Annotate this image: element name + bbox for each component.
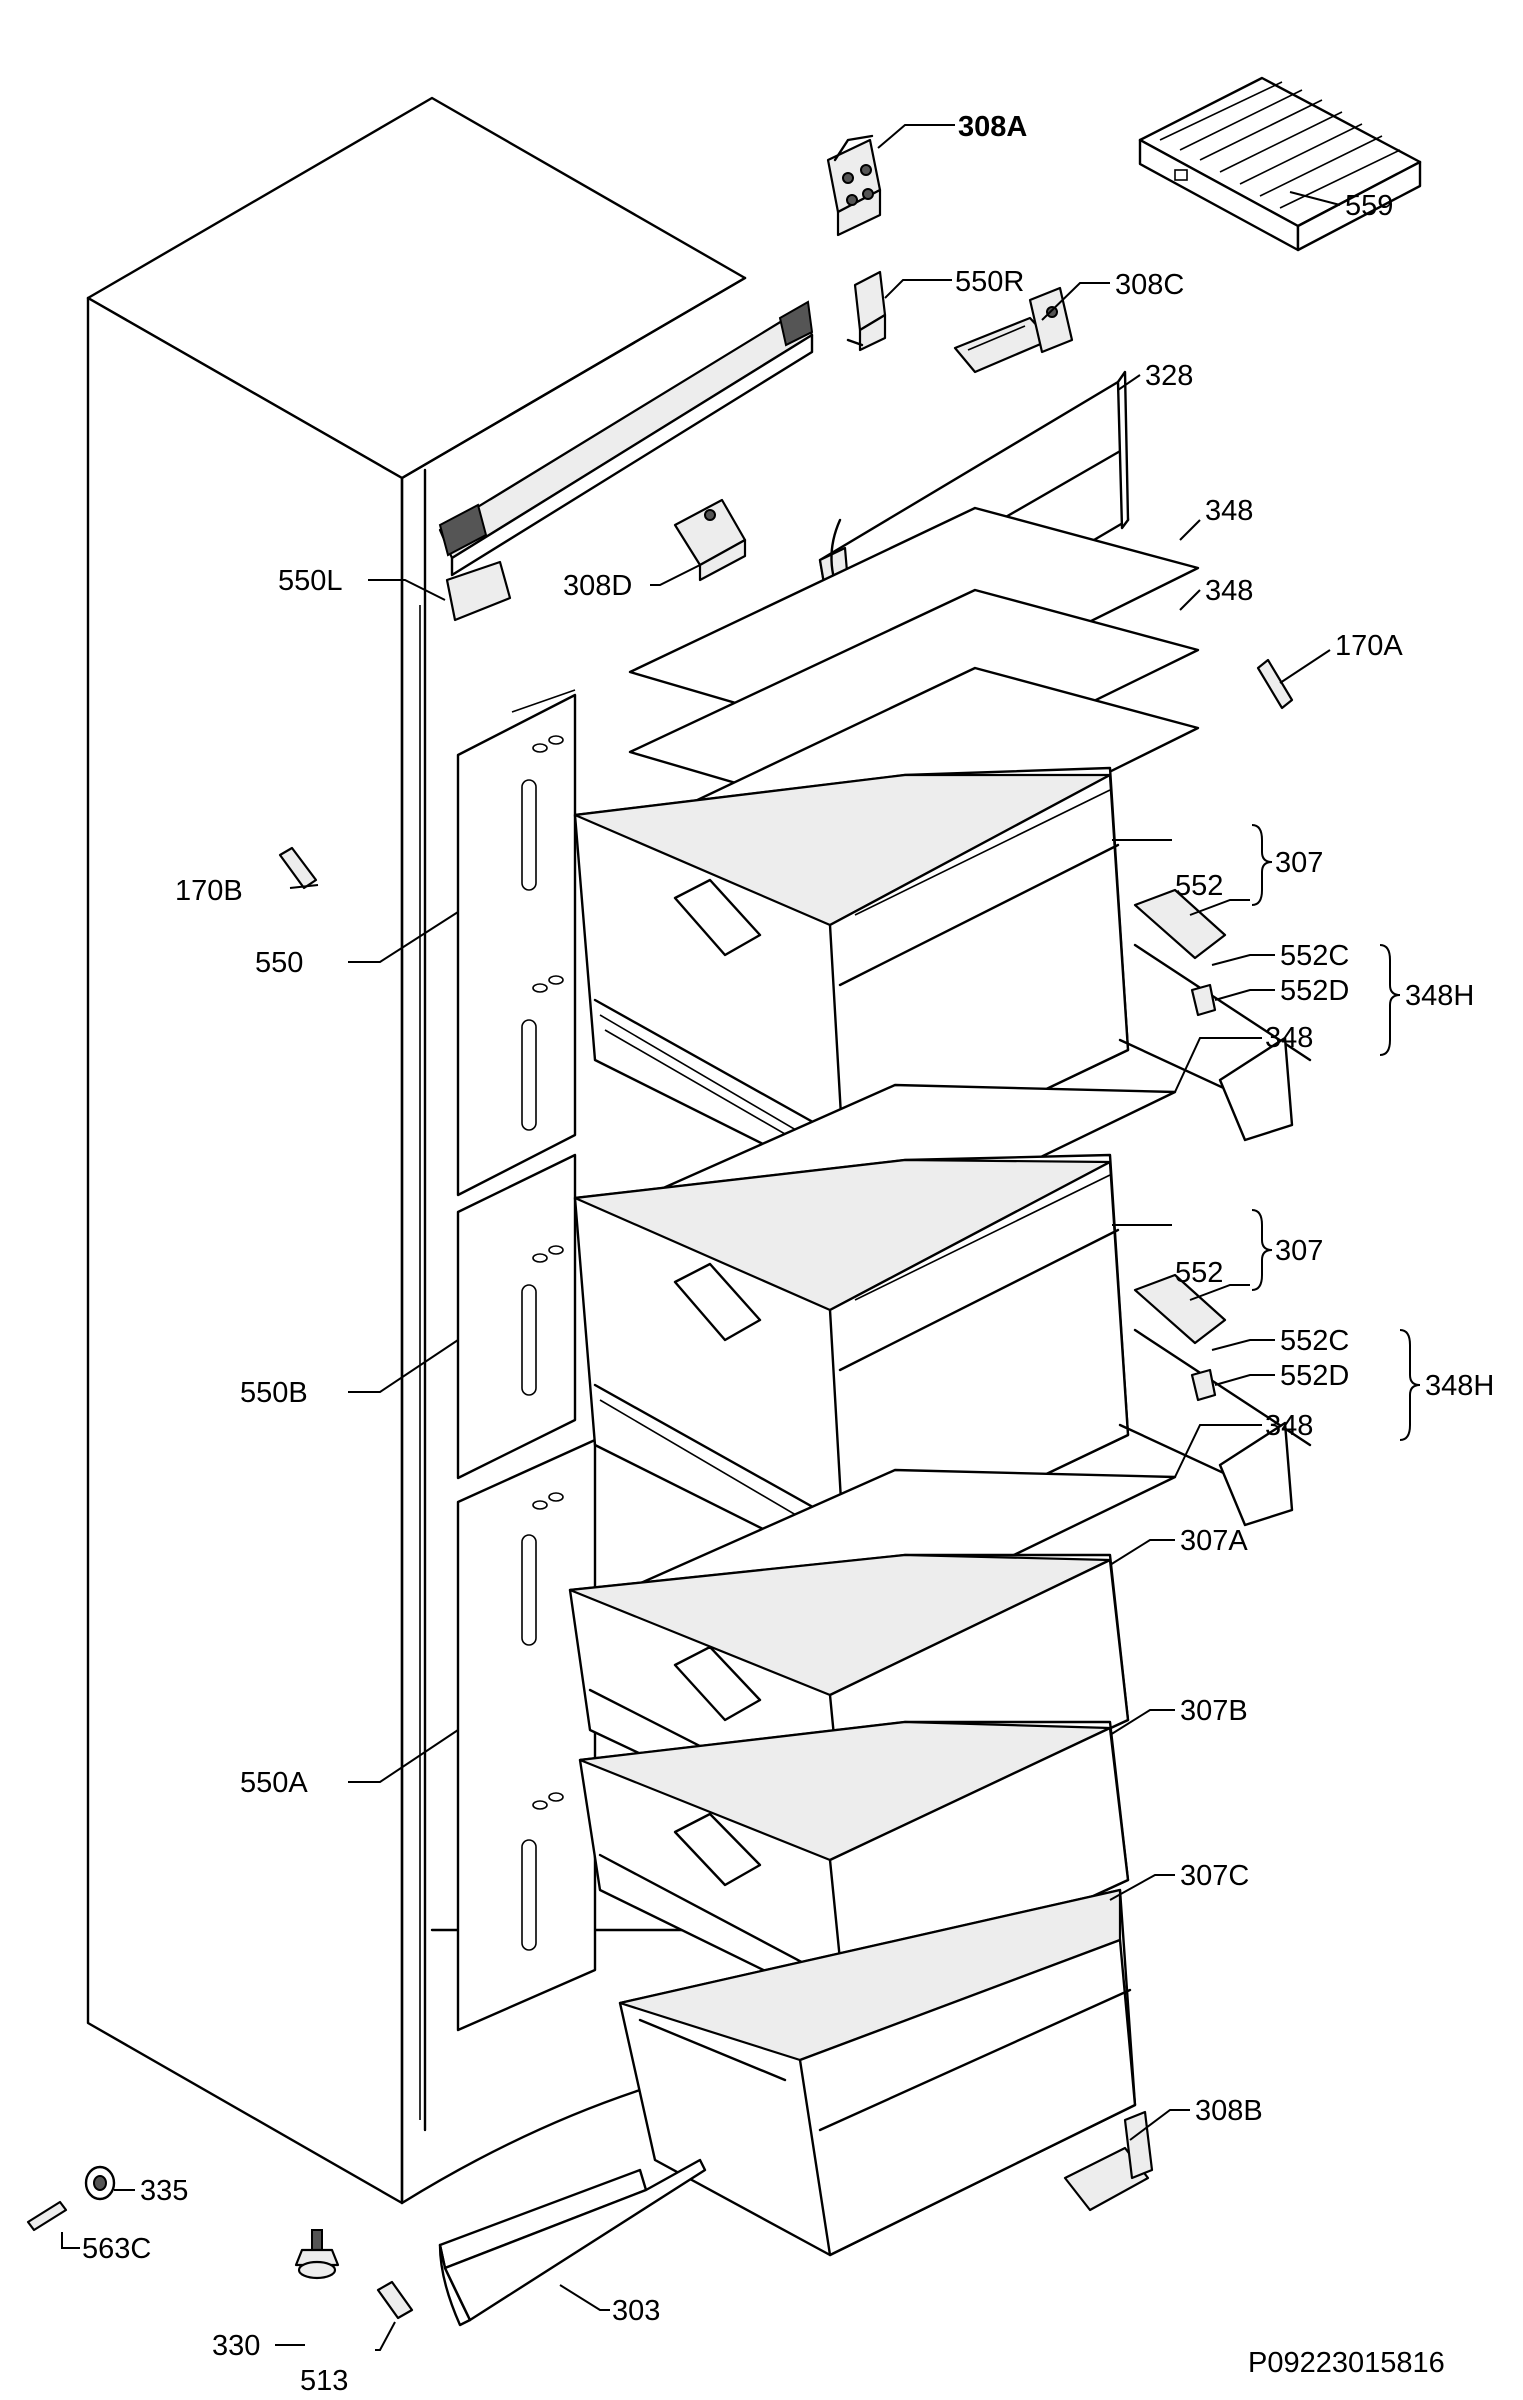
label-552-middle: 552: [1175, 1257, 1223, 1289]
label-348H-upper: 348H: [1405, 980, 1474, 1012]
label-552C-upper: 552C: [1280, 940, 1349, 972]
label-307-upper: 307: [1275, 847, 1323, 879]
door-panel-lower: [456, 1438, 597, 2032]
label-308C: 308C: [1115, 269, 1184, 301]
foot-330: [294, 2229, 340, 2280]
label-348-mid2: 348: [1265, 1410, 1313, 1442]
label-303: 303: [612, 2295, 660, 2327]
label-552D-upper: 552D: [1280, 975, 1349, 1007]
label-307-middle: 307: [1275, 1235, 1323, 1267]
label-550: 550: [255, 947, 303, 979]
label-552-upper: 552: [1175, 870, 1223, 902]
drawer-307-upper: [573, 766, 1130, 1187]
bracket-550L: [445, 560, 512, 622]
label-550L: 550L: [278, 565, 343, 597]
label-348-top1: 348: [1205, 495, 1253, 527]
label-550R: 550R: [955, 266, 1024, 298]
drawing-code: P09223015816: [1248, 2347, 1445, 2379]
door-panel-middle: [456, 1153, 577, 1480]
label-170A: 170A: [1335, 630, 1403, 662]
label-308A: 308A: [958, 111, 1027, 143]
label-513: 513: [300, 2365, 348, 2397]
leader-lines: [61, 124, 1341, 2351]
hinge-308D: [673, 498, 747, 582]
label-348-mid1: 348: [1265, 1022, 1313, 1054]
handle-bar: [438, 300, 814, 577]
clip-513: [376, 2280, 414, 2320]
label-550B: 550B: [240, 1377, 308, 1409]
kick-plate-303: [438, 2158, 707, 2327]
label-552C-middle: 552C: [1280, 1325, 1349, 1357]
drawer-307-middle: [573, 1153, 1130, 1572]
pin-563C: [26, 2200, 68, 2232]
hinge-308C: [953, 286, 1074, 374]
door-panel-upper: [456, 689, 577, 1197]
drawer-307C: [618, 1888, 1137, 2257]
label-170B: 170B: [175, 875, 243, 907]
clip-170A: [1256, 658, 1294, 710]
label-307A: 307A: [1180, 1525, 1248, 1557]
cabinet-illustration: [86, 96, 747, 2205]
foot-335: [84, 2165, 116, 2201]
label-307B: 307B: [1180, 1695, 1248, 1727]
braces: [1251, 824, 1421, 1441]
label-308B: 308B: [1195, 2095, 1263, 2127]
label-559: 559: [1345, 190, 1393, 222]
rail-552-upper: [1118, 888, 1312, 1142]
label-550A: 550A: [240, 1767, 308, 1799]
label-307C: 307C: [1180, 1860, 1249, 1892]
label-348H-middle: 348H: [1425, 1370, 1494, 1402]
label-552D-middle: 552D: [1280, 1360, 1349, 1392]
hinge-308A: [826, 134, 882, 237]
grille-559: [1138, 76, 1422, 252]
callout-labels: 308A 559 550R 308C 328 348 308D 348 550L…: [82, 111, 1494, 2397]
rail-552-lower: [1118, 1273, 1312, 1527]
label-563C: 563C: [82, 2233, 151, 2265]
label-328: 328: [1145, 360, 1193, 392]
clip-170B: [278, 846, 318, 890]
bracket-550R: [846, 270, 887, 352]
label-330: 330: [212, 2330, 260, 2362]
label-335: 335: [140, 2175, 188, 2207]
label-308D: 308D: [563, 570, 632, 602]
label-348-top2: 348: [1205, 575, 1253, 607]
